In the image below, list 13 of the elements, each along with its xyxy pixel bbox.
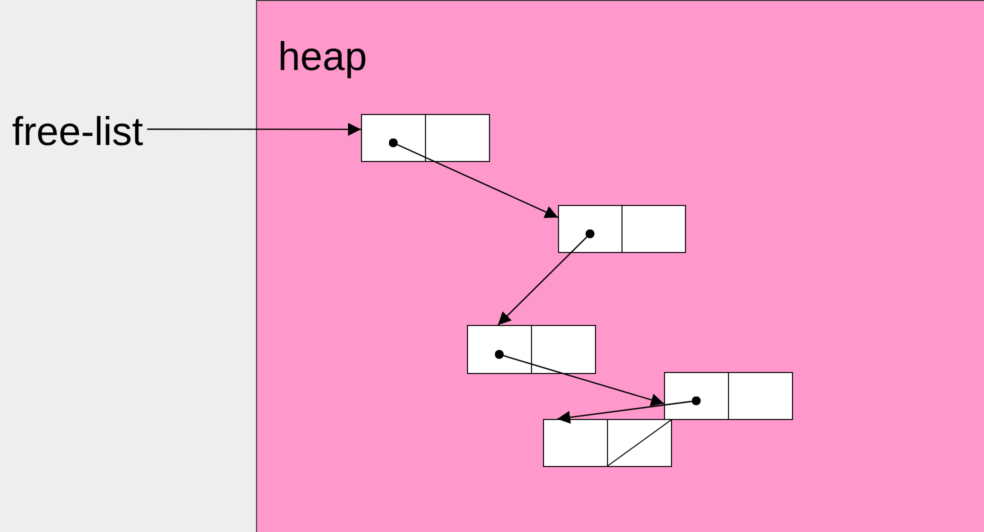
list-cell [361, 114, 490, 162]
pointer-arrow [498, 229, 594, 326]
region-label: heap [278, 37, 367, 77]
list-cell [543, 419, 672, 467]
pointer-arrow [388, 138, 558, 218]
variable-label: free-list [12, 112, 144, 152]
list-cell [664, 372, 793, 420]
arrow [147, 122, 361, 136]
list-cell [467, 325, 596, 374]
list-cell [558, 205, 686, 253]
pointer-arrow [494, 350, 664, 406]
pointer-arrow [557, 396, 701, 424]
heap-region [256, 0, 984, 532]
